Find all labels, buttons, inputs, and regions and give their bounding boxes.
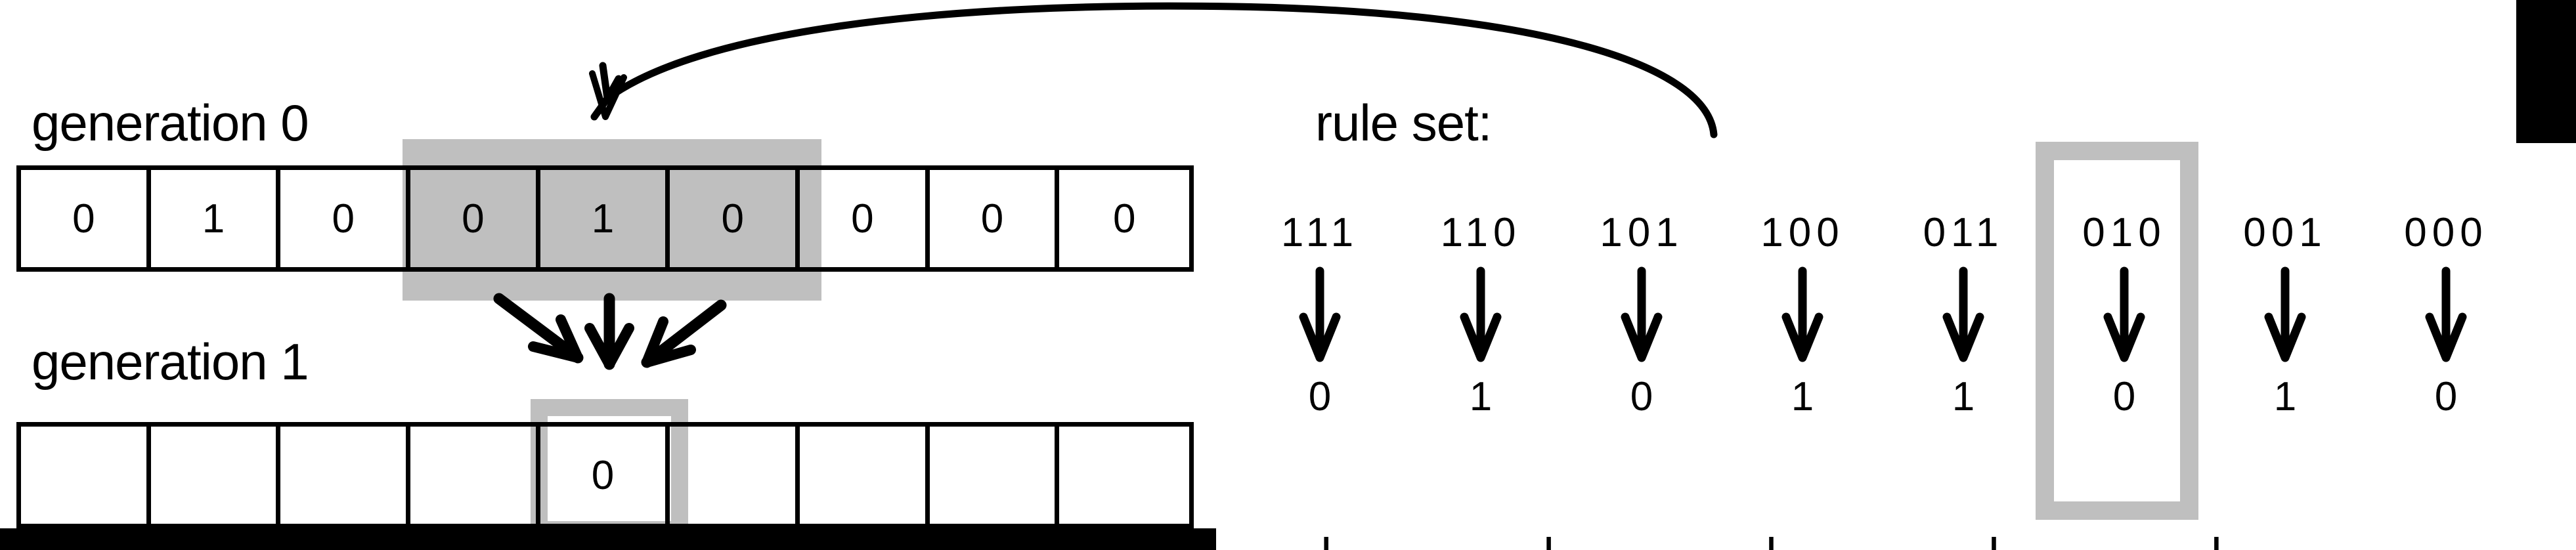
cell <box>410 427 540 524</box>
rule-set-label: rule set: <box>1315 94 1492 152</box>
down-arrow-icon <box>1727 256 1878 374</box>
rule-output: 0 <box>2112 374 2136 419</box>
down-arrow-icon <box>1888 256 2039 374</box>
rule-output: 1 <box>1952 374 1975 419</box>
bottom-cutoff-text: I I I I I <box>1320 537 2403 550</box>
rule-output: 1 <box>1791 374 1814 419</box>
cell <box>1059 427 1189 524</box>
down-arrow-icon <box>2049 256 2200 374</box>
black-block-top-right <box>2516 0 2576 143</box>
converging-arrows-icon <box>493 293 727 370</box>
rule-pattern: 110 <box>1440 210 1521 255</box>
generation-1-strip: 0 <box>16 422 1194 528</box>
rule-output: 0 <box>1630 374 1653 419</box>
generation-0-label: generation 0 <box>32 94 309 152</box>
rule-pattern: 101 <box>1600 210 1684 255</box>
rule-output: 0 <box>2434 374 2458 419</box>
cell <box>21 427 151 524</box>
black-bar-bottom-left <box>0 528 1216 550</box>
cell <box>670 427 800 524</box>
cell: 1 <box>540 170 670 267</box>
curved-arrow-icon <box>589 2 1718 138</box>
rule-column: 111 0 <box>1244 210 1395 420</box>
rule-column: 101 0 <box>1566 210 1717 420</box>
rule-column: 010 0 <box>2049 210 2200 420</box>
rule-output: 1 <box>1469 374 1493 419</box>
cell: 0 <box>800 170 930 267</box>
rule-output: 1 <box>2273 374 2297 419</box>
down-arrow-icon <box>1566 256 1717 374</box>
rule-column: 001 1 <box>2210 210 2361 420</box>
rule-column: 011 1 <box>1888 210 2039 420</box>
rule-pattern: 100 <box>1760 210 1845 255</box>
rule-pattern: 111 <box>1280 210 1359 255</box>
rule-pattern: 011 <box>1923 210 2004 255</box>
rule-column: 100 1 <box>1727 210 1878 420</box>
cell: 1 <box>151 170 281 267</box>
cell <box>930 427 1060 524</box>
rule-pattern: 000 <box>2404 210 2488 255</box>
cell: 0 <box>410 170 540 267</box>
generation-1-label: generation 1 <box>32 333 309 391</box>
rule-010-highlight <box>2036 142 2198 520</box>
down-arrow-icon <box>2370 256 2521 374</box>
cell <box>800 427 930 524</box>
cell: 0 <box>21 170 151 267</box>
cell <box>151 427 281 524</box>
rule-column: 110 1 <box>1405 210 1556 420</box>
cell <box>280 427 411 524</box>
cell: 0 <box>1112 196 1136 242</box>
rule-output: 0 <box>1308 374 1332 419</box>
cell: 0 <box>930 170 1060 267</box>
down-arrow-icon <box>1405 256 1556 374</box>
down-arrow-icon <box>2210 256 2361 374</box>
rule-pattern: 001 <box>2243 210 2327 255</box>
cell: 0 <box>280 170 411 267</box>
rule-pattern: 010 <box>2082 210 2166 255</box>
cell: 0 <box>670 170 800 267</box>
cell: 0 <box>540 427 670 524</box>
down-arrow-icon <box>1244 256 1395 374</box>
